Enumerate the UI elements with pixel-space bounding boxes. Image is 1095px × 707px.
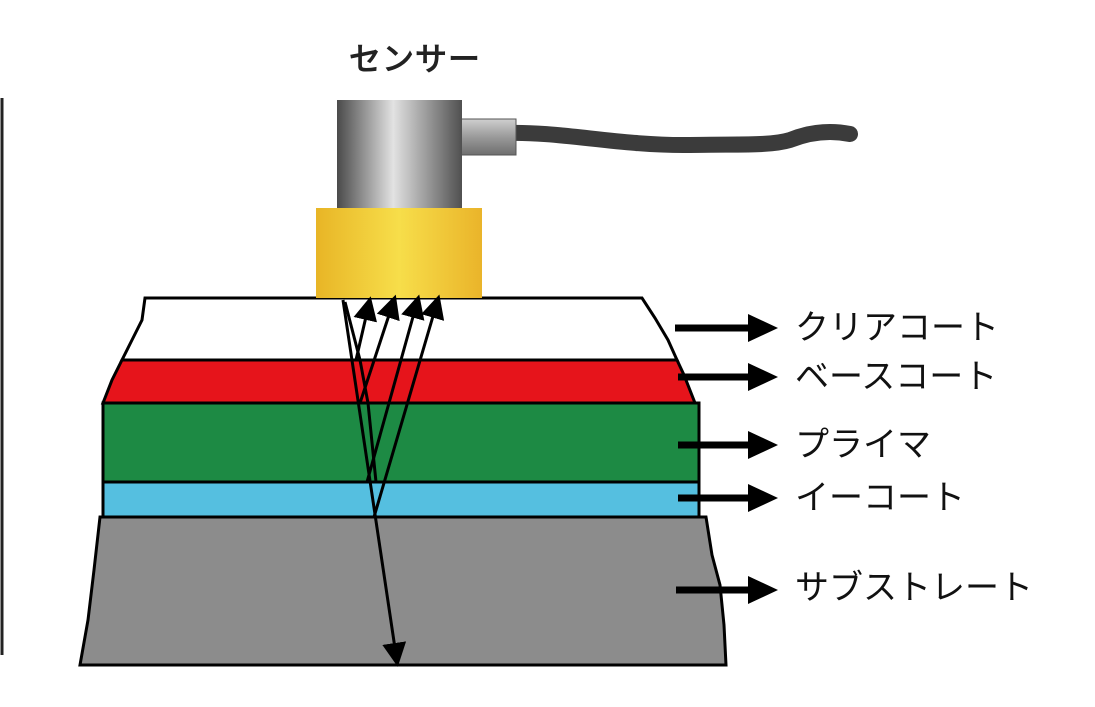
arrow-base-coat (678, 363, 778, 391)
arrow-e-coat (678, 484, 778, 512)
sensor-label: センサー (348, 40, 481, 78)
label-base-coat: ベースコート (795, 357, 998, 397)
label-e-coat: イーコート (795, 478, 965, 518)
layer-clear-coat-shape (119, 296, 680, 362)
echo-primer-arrow (365, 294, 425, 483)
sensor-transducer (316, 208, 482, 298)
arrow-clear-coat (675, 314, 778, 342)
label-primer: プライマ (795, 425, 931, 465)
label-arrows (675, 314, 778, 604)
path-segment-1 (343, 301, 362, 361)
sensor-cable (497, 124, 858, 154)
echo-e-coat-arrow (372, 294, 445, 518)
sensor-connector (457, 118, 517, 156)
layer-primer-shape (101, 401, 701, 484)
sensor-body (337, 100, 462, 208)
label-substrate: サブストレート (795, 568, 1033, 608)
layer-e-coat-shape (101, 480, 701, 519)
ultrasonic-paths (341, 294, 445, 667)
arrow-substrate (676, 576, 778, 604)
layer-substrate-shape (78, 515, 728, 667)
label-clear-coat: クリアコート (795, 308, 999, 348)
arrow-primer (678, 431, 778, 459)
